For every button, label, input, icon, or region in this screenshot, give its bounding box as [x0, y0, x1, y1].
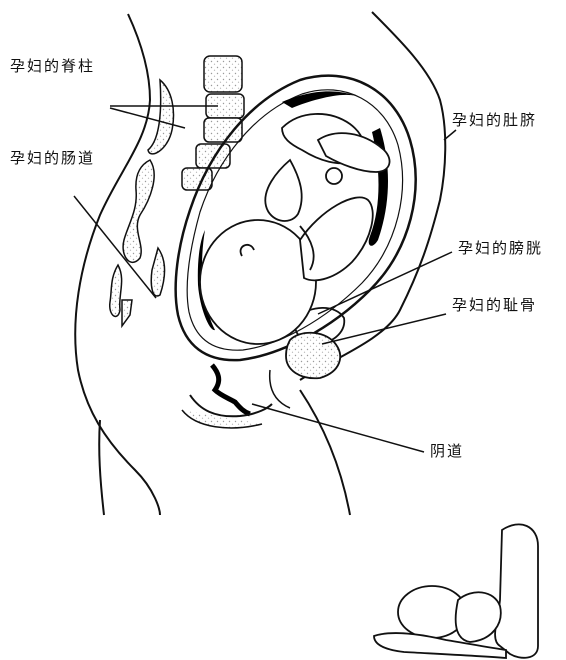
label-navel: 孕妇的肚脐 [452, 113, 537, 128]
fetus-head [200, 220, 316, 344]
thumbnail-body [456, 592, 501, 642]
front-thigh-outline [300, 390, 350, 515]
belly-outline [300, 12, 445, 380]
fetus-thigh [265, 160, 301, 221]
thumbnail-arm [495, 524, 538, 657]
thigh-outline [99, 420, 104, 515]
pubic-bone [286, 333, 340, 379]
label-spine: 孕妇的脊柱 [10, 59, 95, 74]
label-bowel: 孕妇的肠道 [10, 151, 95, 166]
newborn-thumbnail [374, 524, 538, 658]
spine-vertebrae [148, 56, 244, 190]
label-pubic-bone: 孕妇的耻骨 [452, 298, 537, 313]
bowel-loops [110, 160, 165, 326]
leader-vagina [252, 404, 424, 452]
pelvic-floor [270, 370, 290, 408]
leader-pubic [322, 314, 446, 344]
label-bladder: 孕妇的膀胱 [458, 241, 543, 256]
fetus-cord [326, 168, 342, 184]
label-vagina: 阴道 [430, 444, 464, 459]
cervix [212, 365, 250, 414]
